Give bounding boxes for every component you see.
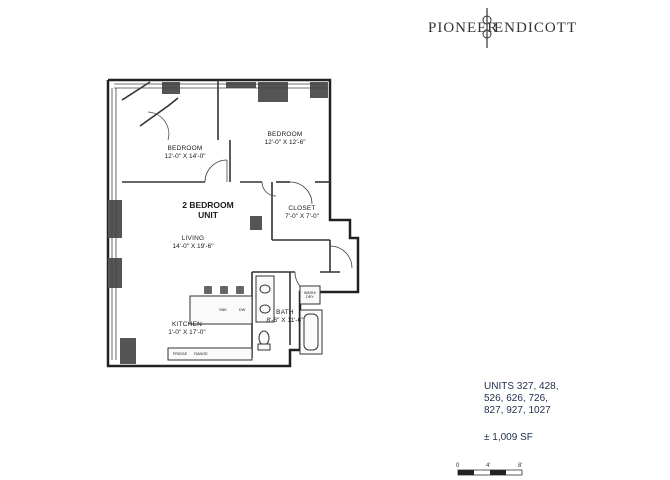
bath-label: BATH 8'-6" X 11'-6" xyxy=(260,309,310,325)
pioneer-endicott-logo: PIONEER ENDICOTT xyxy=(428,8,578,48)
range-label: RANGE xyxy=(194,352,208,356)
graphic-scale: 0 4' 8' xyxy=(456,463,522,476)
bedroom-2-dims: 12'-0" X 12'-6" xyxy=(264,139,306,146)
closet-dims: 7'-0" X 7'-0" xyxy=(285,213,319,220)
bedroom-corner-closet xyxy=(121,81,179,127)
closet-name: CLOSET xyxy=(288,205,316,212)
bedroom-1-label: BEDROOM 12'-0" X 14'-0" xyxy=(150,145,220,161)
kitchen-name: KITCHEN xyxy=(172,321,202,328)
closet-label: CLOSET 7'-0" X 7'-0" xyxy=(276,205,328,221)
window-insets xyxy=(108,82,328,364)
bedroom-2-label: BEDROOM 12'-0" X 12'-6" xyxy=(250,131,320,147)
dishwasher-label: DW xyxy=(238,308,246,312)
unit-type-label: 2 BEDROOM UNIT xyxy=(168,200,248,220)
scale-label-8: 8' xyxy=(518,463,522,469)
exterior-walls xyxy=(106,78,360,368)
bath-dims: 8'-6" X 11'-6" xyxy=(266,317,304,324)
kitchen-dims: 1'-0" X 17'-0" xyxy=(168,329,206,336)
logo-right-word: ENDICOTT xyxy=(494,20,577,36)
bedroom-1-dims: 12'-0" X 14'-0" xyxy=(164,153,206,160)
bedroom-1-name: BEDROOM xyxy=(167,145,203,152)
fridge-label: FRIDGE xyxy=(172,352,188,356)
logo-left-word: PIONEER xyxy=(428,20,499,36)
unit-type-line-2: UNIT xyxy=(198,210,218,220)
window-lines xyxy=(111,83,326,360)
logo-emblem-icon xyxy=(482,8,492,48)
scale-label-0: 0 xyxy=(456,463,460,469)
units-list: UNITS 327, 428, 526, 626, 726, 827, 927,… xyxy=(484,381,604,417)
living-label: LIVING 14'-0" X 19'-6" xyxy=(158,235,228,251)
square-footage: ± 1,009 SF xyxy=(484,432,533,443)
sink-label: SNK xyxy=(219,308,227,312)
bar-stools xyxy=(204,286,244,294)
living-name: LIVING xyxy=(181,235,205,242)
bath-name: BATH xyxy=(276,309,294,316)
units-line-2: 526, 626, 726, xyxy=(484,393,548,404)
bedroom-2-name: BEDROOM xyxy=(267,131,303,138)
kitchen-label: KITCHEN 1'-0" X 17'-0" xyxy=(152,321,222,337)
door-swings xyxy=(147,111,353,295)
units-line-3: 827, 927, 1027 xyxy=(484,405,551,416)
kitchen-counter xyxy=(167,295,253,361)
units-line-1: UNITS 327, 428, xyxy=(484,381,559,392)
unit-type-line-1: 2 BEDROOM xyxy=(182,200,234,210)
scale-label-4: 4' xyxy=(486,463,490,469)
living-dims: 14'-0" X 19'-6" xyxy=(172,243,214,250)
bath-fixtures xyxy=(255,275,323,355)
washer-dryer-label: WASH/ DRY xyxy=(303,291,317,299)
